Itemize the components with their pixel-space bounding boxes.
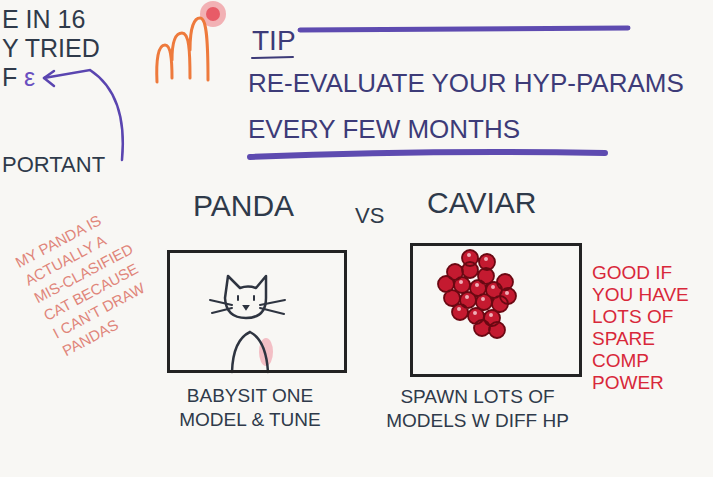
underline [252, 57, 293, 58]
note-fragment: F [2, 62, 17, 92]
comparison-panel: CAVIAR SPAWN LOTS OF MODELS W DIFF HP [365, 185, 590, 460]
node-caption: BABYSIT ONE MODEL & TUNE [160, 384, 340, 432]
note-fragment: E IN 16 [2, 4, 85, 34]
arrow-head [44, 71, 54, 86]
side-note: MY PANDA IS ACTUALLY A MIS-CLASIFIED CAT… [12, 202, 167, 361]
cat-head [225, 276, 266, 318]
comparison-panel: PANDA BABYSIT ONE MODEL & TUNE [150, 188, 355, 458]
tip-heading: TIP [252, 24, 296, 58]
node-title: CAVIAR [427, 185, 536, 221]
picture-frame [167, 250, 347, 373]
hand-icon [157, 18, 208, 82]
egg-highlights [457, 253, 509, 317]
divider-bar [300, 28, 628, 30]
note-fragment: Y TRIED [2, 33, 100, 63]
tip-text: RE-EVALUATE YOUR HYP-PARAMS EVERY FEW MO… [248, 60, 703, 152]
curved-arrow [44, 70, 123, 160]
cat-body [232, 332, 268, 372]
picture-frame [410, 243, 582, 377]
glow-dot [206, 7, 220, 21]
caviar-eggs [438, 250, 516, 338]
cat-face [210, 296, 285, 314]
node-caption: SPAWN LOTS OF MODELS W DIFF HP [370, 385, 585, 433]
node-title: PANDA [193, 188, 294, 224]
divider-bar [250, 152, 605, 157]
epsilon-symbol: ε [24, 62, 35, 92]
note-fragment: PORTANT [2, 152, 105, 178]
side-note: GOOD IF YOU HAVE LOTS OF SPARE COMP POWE… [592, 262, 707, 394]
versus-label: VS [355, 203, 384, 229]
